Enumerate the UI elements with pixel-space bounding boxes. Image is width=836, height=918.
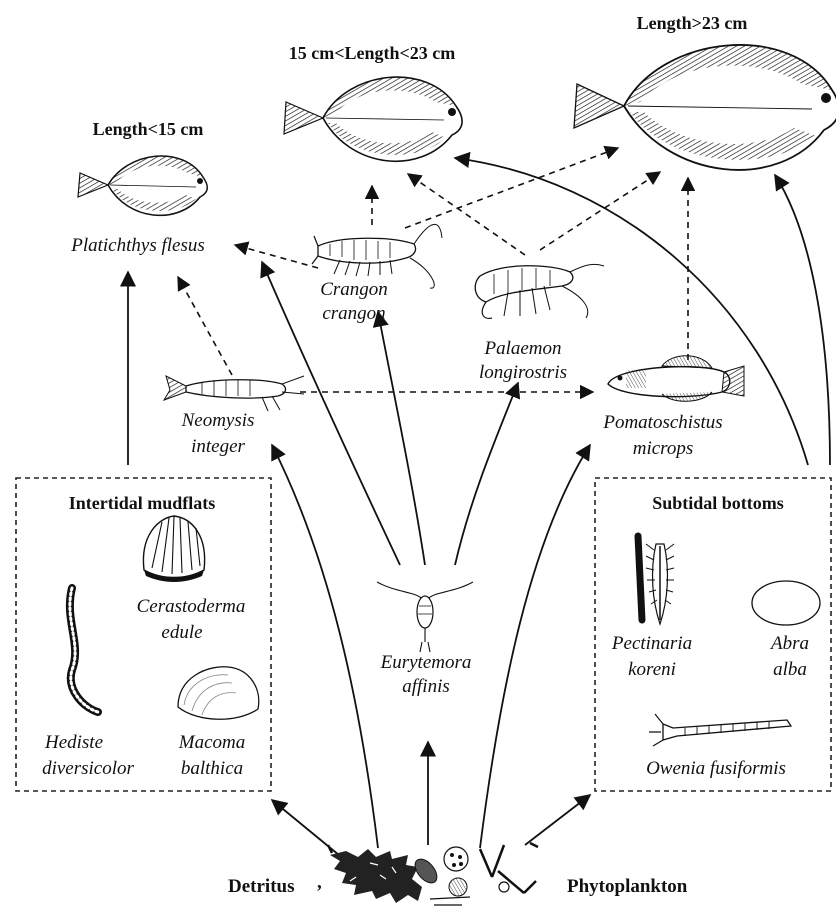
pomatoschistus-label-line1: Pomatoschistus <box>603 412 722 434</box>
arrow-eurytemora-to-pomatoschistus <box>480 445 590 848</box>
shrimp-palaemon-icon <box>475 264 604 318</box>
arrow-eurytemora-to-palaemon <box>455 383 518 565</box>
flounder-small-icon <box>78 156 207 215</box>
abra-label-line2: alba <box>773 659 807 681</box>
flounder-large-icon <box>574 45 836 170</box>
size-class-medium-label: 15 cm<Length<23 cm <box>289 42 456 64</box>
size-class-small-label: Length<15 cm <box>93 118 204 140</box>
intertidal-title: Intertidal mudflats <box>69 492 216 514</box>
arrow-eurytemora-to-crangon <box>378 312 425 565</box>
palaemon-label-line1: Palaemon <box>484 338 561 360</box>
macoma-label-line2: balthica <box>181 758 243 780</box>
source-separator-comma: , <box>317 872 322 894</box>
macoma-label-line1: Macoma <box>179 732 245 754</box>
arrow-phyto-to-subtidal <box>525 795 590 845</box>
mysid-icon <box>164 376 304 411</box>
dashed-arrows <box>178 148 688 392</box>
size-class-large-label: Length>23 cm <box>637 12 748 34</box>
hediste-label-line1: Hediste <box>45 732 103 754</box>
cerastoderma-label-line1: Cerastoderma <box>137 596 246 618</box>
arrow-crangon-to-platichthys <box>235 245 318 268</box>
abra-label-line1: Abra <box>771 633 809 655</box>
crangon-label-line1: Crangon <box>320 279 388 301</box>
neomysis-label-line1: Neomysis <box>182 410 255 432</box>
arrow-eurytemora-to-neomysis <box>272 445 378 848</box>
arrow-palaemon-to-large <box>540 172 660 250</box>
worm-hediste-icon <box>70 588 98 712</box>
platichthys-label: Platichthys flesus <box>71 235 205 257</box>
pomatoschistus-label-line2: microps <box>633 438 694 460</box>
neomysis-label-line2: integer <box>191 436 245 458</box>
hediste-label-line2: diversicolor <box>42 758 134 780</box>
copepod-icon <box>377 582 473 652</box>
tube-worm-pectinaria-icon <box>638 536 674 624</box>
owenia-label: Owenia fusiformis <box>646 758 786 780</box>
flounder-medium-icon <box>284 77 462 161</box>
subtidal-title: Subtidal bottoms <box>652 492 784 514</box>
cockle-icon <box>143 516 204 582</box>
phytoplankton-label: Phytoplankton <box>567 876 687 898</box>
cerastoderma-label-line2: edule <box>161 622 202 644</box>
clam-abra-icon <box>752 581 820 625</box>
arrow-neomysis-to-platichthys <box>178 277 232 375</box>
palaemon-label-line2: longirostris <box>479 362 567 384</box>
detritus-label: Detritus <box>228 876 294 898</box>
tube-worm-owenia-icon <box>649 714 791 746</box>
goby-icon <box>608 356 744 402</box>
crangon-label-line2: crangon <box>322 303 385 325</box>
pectinaria-label-line1: Pectinaria <box>612 633 692 655</box>
arrow-detritus-to-intertidal <box>272 800 345 860</box>
eurytemora-label-line1: Eurytemora <box>381 652 472 674</box>
arrow-subtidal-to-large <box>775 175 830 465</box>
arrow-crangon-to-large <box>405 148 618 228</box>
eurytemora-label-line2: affinis <box>402 676 450 698</box>
clam-macoma-icon <box>178 667 259 719</box>
detritus-phytoplankton-icon <box>328 843 538 905</box>
arrow-palaemon-to-medium <box>408 174 525 255</box>
pectinaria-label-line2: koreni <box>628 659 676 681</box>
